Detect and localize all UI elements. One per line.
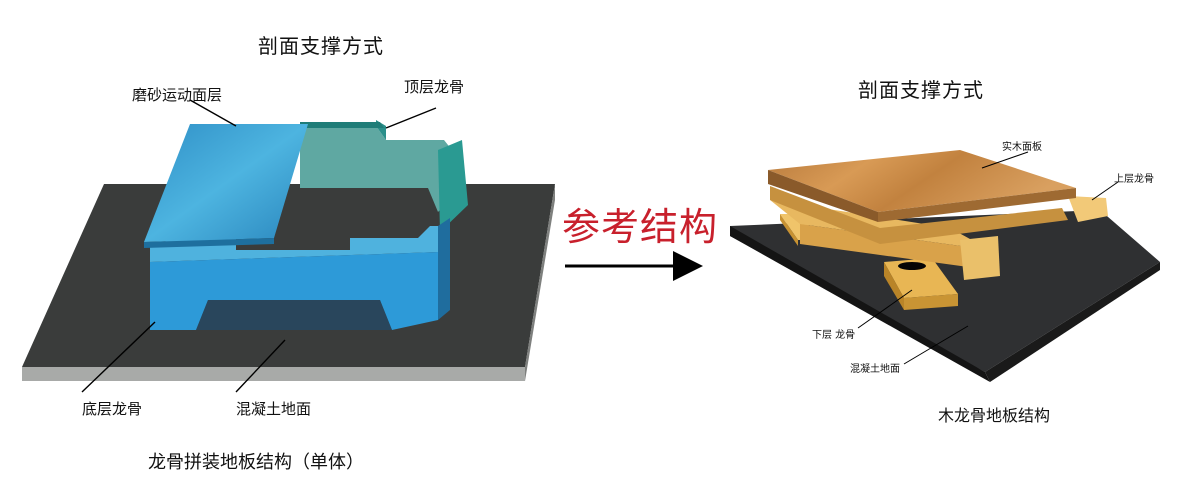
reference-structure-label: 参考结构 bbox=[562, 205, 719, 249]
wood-lower-board bbox=[770, 186, 1068, 244]
right-ground-front bbox=[730, 226, 990, 382]
upper-keel-end bbox=[960, 236, 1000, 280]
wood-panel-top bbox=[768, 150, 1076, 212]
lower-keel-2-front bbox=[884, 262, 904, 310]
label-concrete-left: 混凝土地面 bbox=[236, 400, 312, 418]
left-leader-lines bbox=[81, 99, 437, 393]
leader-concrete-left bbox=[235, 339, 286, 393]
right-title: 剖面支撑方式 bbox=[858, 78, 984, 102]
upper-keel-a-front bbox=[800, 224, 990, 270]
lower-keel-2-end bbox=[904, 294, 958, 310]
bottom-keel-top bbox=[150, 226, 438, 262]
wood-panel-front bbox=[768, 170, 878, 222]
surface-panel-top bbox=[144, 124, 308, 242]
left-ground-front bbox=[22, 367, 525, 381]
right-wood-panel bbox=[768, 150, 1076, 244]
leader-top-keel bbox=[385, 107, 437, 129]
top-keel-strip bbox=[300, 122, 384, 128]
leader-surface bbox=[189, 99, 237, 127]
left-ground-side bbox=[525, 184, 555, 381]
left-caption: 龙骨拼装地板结构（单体） bbox=[148, 452, 364, 473]
surface-panel-edge bbox=[144, 238, 274, 248]
right-leader-lines bbox=[857, 151, 1119, 365]
lower-keel-1-front bbox=[780, 214, 798, 246]
leader-upper-keel bbox=[1091, 181, 1119, 201]
label-bottom-keel: 底层龙骨 bbox=[82, 400, 143, 418]
bottom-keel-front bbox=[150, 252, 438, 330]
leader-lower-keel bbox=[857, 289, 913, 329]
leader-bottom-keel bbox=[81, 321, 156, 393]
label-solid-wood-panel: 实木面板 bbox=[1002, 142, 1042, 153]
right-caption: 木龙骨地板结构 bbox=[938, 406, 1051, 425]
label-lower-keel: 下层 龙骨 bbox=[812, 330, 856, 341]
left-keel-structure bbox=[150, 120, 468, 330]
top-keel-right bbox=[438, 140, 468, 232]
label-concrete-right: 混凝土地面 bbox=[850, 364, 900, 375]
upper-keel-b bbox=[1068, 196, 1108, 222]
label-surface-layer: 磨砂运动面层 bbox=[132, 86, 223, 104]
left-surface-panel bbox=[144, 124, 308, 248]
bottom-keel-right bbox=[438, 218, 450, 320]
label-top-keel: 顶层龙骨 bbox=[404, 78, 465, 96]
top-keel-face bbox=[300, 126, 462, 212]
leader-concrete-right bbox=[903, 325, 969, 365]
wood-panel-side bbox=[878, 188, 1076, 222]
leader-solid-wood bbox=[981, 151, 1029, 169]
left-title: 剖面支撑方式 bbox=[258, 34, 384, 58]
keel-shadow-1 bbox=[898, 262, 926, 270]
bottom-keel-inner bbox=[196, 300, 392, 330]
right-ground-side bbox=[985, 262, 1160, 382]
label-upper-keel: 上层龙骨 bbox=[1114, 174, 1154, 185]
